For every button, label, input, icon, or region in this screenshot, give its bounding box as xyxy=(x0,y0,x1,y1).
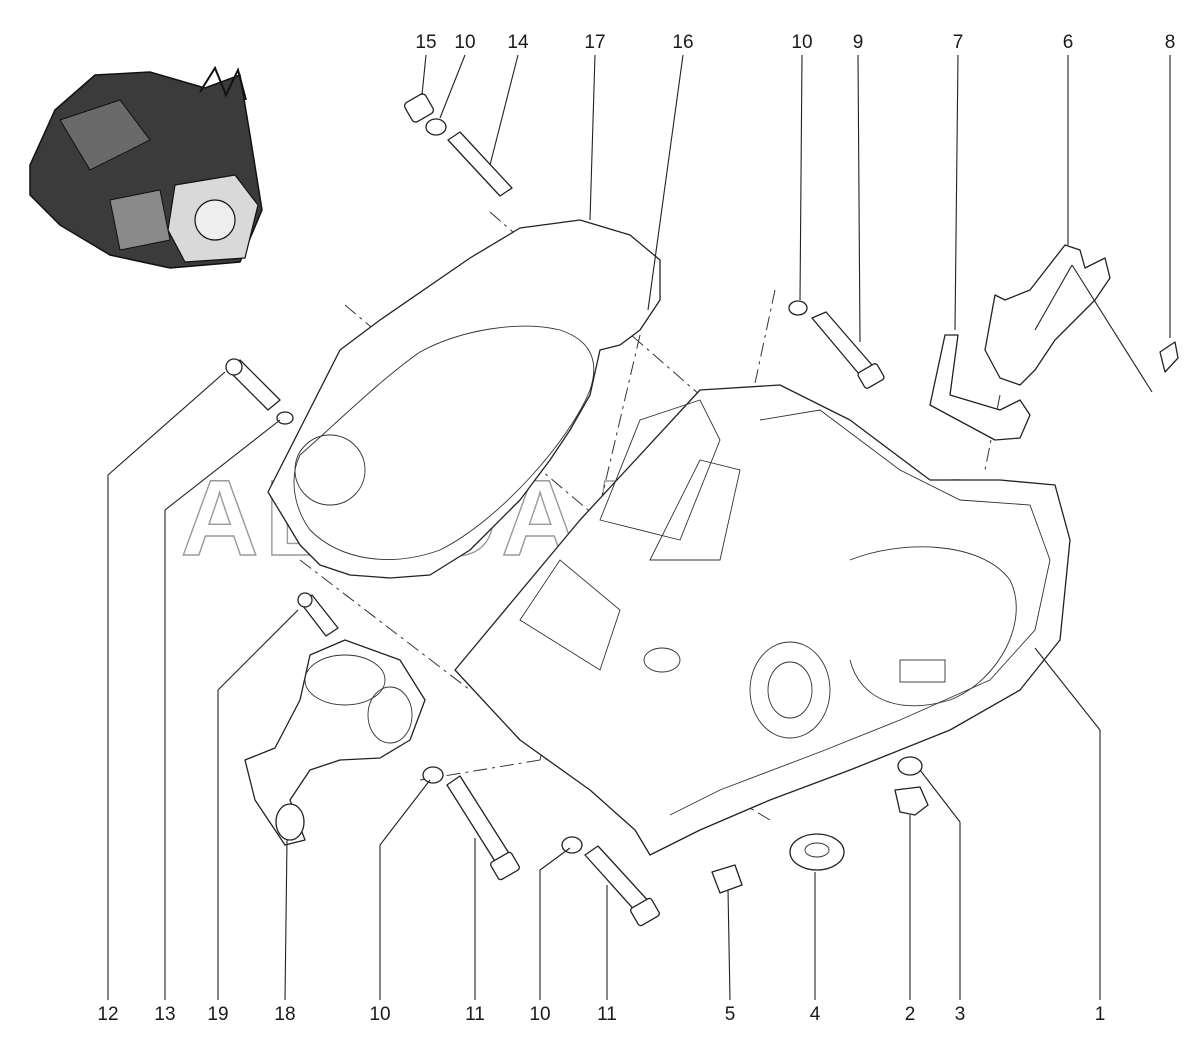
top-labels: 15 10 14 17 16 10 9 7 6 8 xyxy=(415,32,1175,53)
bracket-7 xyxy=(929,334,1031,441)
label-13: 13 xyxy=(154,1004,175,1025)
fasteners xyxy=(225,93,1179,927)
clutch-housing-1 xyxy=(454,384,1071,856)
label-10-top-left: 10 xyxy=(454,32,475,53)
label-10-bottom-middle: 10 xyxy=(529,1004,550,1025)
release-fork-6 xyxy=(984,244,1111,386)
label-5: 5 xyxy=(725,1004,736,1025)
label-16: 16 xyxy=(672,32,693,53)
label-8: 8 xyxy=(1165,32,1176,53)
label-2: 2 xyxy=(905,1004,916,1025)
label-18: 18 xyxy=(274,1004,295,1025)
label-10-top-right: 10 xyxy=(791,32,812,53)
label-6: 6 xyxy=(1063,32,1074,53)
label-14: 14 xyxy=(507,32,529,53)
gasket-17 xyxy=(267,219,661,579)
label-12: 12 xyxy=(97,1004,118,1025)
slave-cylinder-18 xyxy=(244,639,426,846)
label-9: 9 xyxy=(853,32,864,53)
label-1: 1 xyxy=(1095,1004,1106,1025)
label-3: 3 xyxy=(955,1004,966,1025)
label-11-left: 11 xyxy=(465,1004,485,1025)
label-7: 7 xyxy=(953,32,964,53)
label-15: 15 xyxy=(415,32,436,53)
assembled-gearbox-thumbnail xyxy=(29,65,263,269)
bottom-labels: 12 13 19 18 10 11 10 11 5 4 2 3 1 xyxy=(97,1004,1105,1025)
label-4: 4 xyxy=(810,1004,821,1025)
label-17: 17 xyxy=(584,32,605,53)
label-10-bottom-left: 10 xyxy=(369,1004,390,1025)
leader-lines xyxy=(107,54,1171,1001)
label-19: 19 xyxy=(207,1004,228,1025)
label-11-middle: 11 xyxy=(597,1004,617,1025)
